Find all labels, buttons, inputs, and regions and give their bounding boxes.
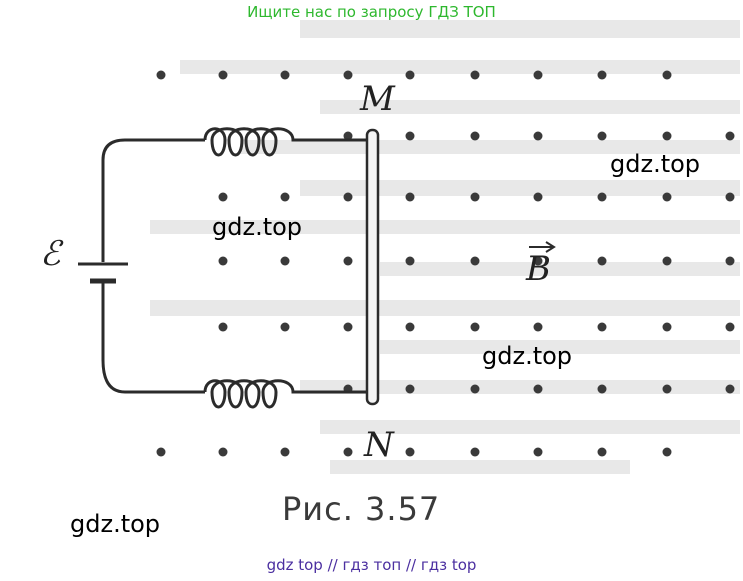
field-dot bbox=[533, 192, 543, 202]
field-dot bbox=[597, 70, 607, 80]
magnetic-field-dots bbox=[156, 70, 735, 457]
label-n: N bbox=[363, 425, 395, 465]
field-dot bbox=[470, 322, 480, 332]
field-dot bbox=[533, 322, 543, 332]
field-dot bbox=[405, 322, 415, 332]
field-dot bbox=[725, 384, 735, 394]
field-dot bbox=[470, 70, 480, 80]
conductor-rod bbox=[365, 128, 380, 406]
field-dot bbox=[597, 192, 607, 202]
top-banner: Ищите нас по запросу ГДЗ ТОП bbox=[247, 3, 496, 21]
field-dot bbox=[533, 131, 543, 141]
field-dot bbox=[597, 131, 607, 141]
field-dot bbox=[597, 322, 607, 332]
field-dot bbox=[218, 70, 228, 80]
field-dot bbox=[470, 131, 480, 141]
field-dot bbox=[725, 192, 735, 202]
top-coil bbox=[203, 127, 368, 157]
label-m: M bbox=[359, 79, 396, 119]
field-dot bbox=[343, 256, 353, 266]
bottom-banner: gdz top // гдз топ // гдз top bbox=[266, 556, 477, 574]
field-dot bbox=[218, 192, 228, 202]
circuit bbox=[101, 127, 368, 409]
label-emf: ℰ bbox=[40, 234, 64, 274]
field-dot bbox=[405, 131, 415, 141]
field-dot bbox=[405, 384, 415, 394]
field-dot bbox=[280, 192, 290, 202]
field-dot bbox=[662, 322, 672, 332]
field-dot bbox=[343, 131, 353, 141]
field-dot bbox=[597, 256, 607, 266]
field-dot bbox=[470, 447, 480, 457]
field-dot bbox=[280, 256, 290, 266]
field-dot bbox=[662, 256, 672, 266]
field-dot bbox=[405, 70, 415, 80]
field-dot bbox=[343, 70, 353, 80]
field-dot bbox=[533, 447, 543, 457]
field-dot bbox=[156, 70, 166, 80]
field-dot bbox=[218, 447, 228, 457]
watermark: gdz.top bbox=[212, 213, 303, 241]
field-dot bbox=[405, 192, 415, 202]
top-wire bbox=[101, 138, 205, 161]
field-dot bbox=[280, 322, 290, 332]
arrowhead-icon bbox=[545, 241, 556, 253]
field-dot bbox=[725, 256, 735, 266]
field-dot bbox=[662, 70, 672, 80]
field-dot bbox=[725, 131, 735, 141]
field-dot bbox=[662, 384, 672, 394]
field-dot bbox=[597, 447, 607, 457]
field-dot bbox=[218, 322, 228, 332]
label-b: B bbox=[525, 249, 551, 289]
field-dot bbox=[280, 447, 290, 457]
field-dot bbox=[662, 447, 672, 457]
field-dot bbox=[533, 256, 543, 266]
label-b-vector: B bbox=[525, 241, 556, 289]
bleed-through-texture bbox=[150, 20, 740, 474]
bottom-coil bbox=[203, 379, 368, 409]
field-dot bbox=[597, 384, 607, 394]
field-dot bbox=[533, 384, 543, 394]
bottom-wire bbox=[101, 359, 205, 394]
field-dot bbox=[470, 256, 480, 266]
field-dot bbox=[662, 131, 672, 141]
watermark: gdz.top bbox=[482, 342, 573, 370]
field-dot bbox=[662, 192, 672, 202]
field-dot bbox=[280, 70, 290, 80]
field-dot bbox=[533, 70, 543, 80]
figure-caption: Рис. 3.57 bbox=[282, 490, 441, 528]
field-dot bbox=[470, 192, 480, 202]
watermark: gdz.top bbox=[610, 150, 701, 178]
field-dot bbox=[343, 192, 353, 202]
battery-icon bbox=[78, 262, 128, 284]
field-dot bbox=[218, 256, 228, 266]
field-dot bbox=[405, 447, 415, 457]
field-dot bbox=[343, 447, 353, 457]
field-dot bbox=[156, 447, 166, 457]
watermark: gdz.top bbox=[70, 510, 161, 538]
field-dot bbox=[725, 322, 735, 332]
field-dot bbox=[405, 256, 415, 266]
field-dot bbox=[470, 384, 480, 394]
field-dot bbox=[343, 322, 353, 332]
